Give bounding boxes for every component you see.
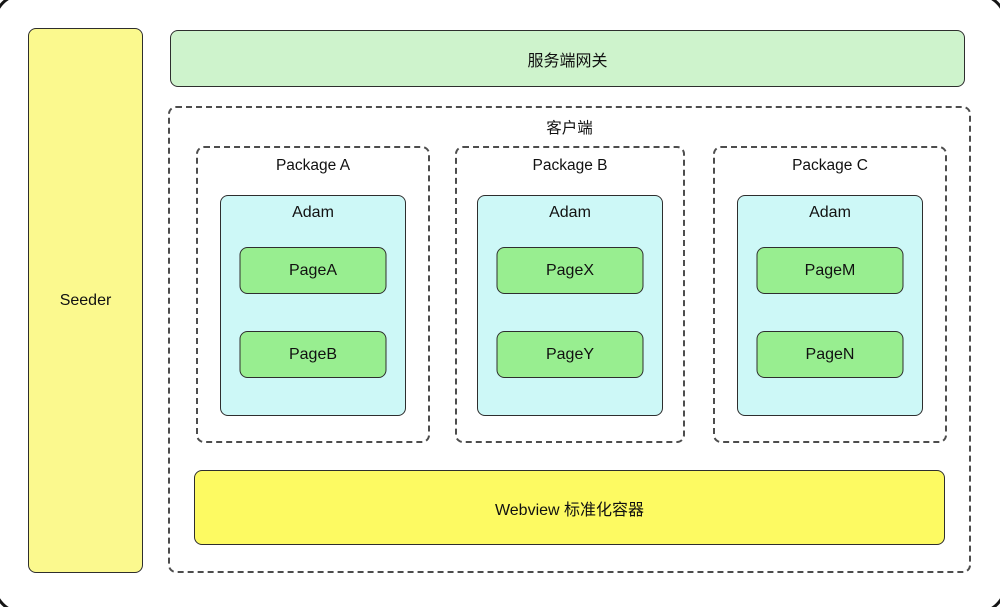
package-b-label: Package B [532, 157, 608, 174]
page-a-box: PageA [239, 247, 387, 294]
package-b-adam-label: Adam [549, 204, 591, 221]
page-y-label: PageY [545, 345, 595, 363]
webview-container-label: Webview 标准化容器 [494, 501, 645, 519]
page-x-label: PageX [545, 261, 595, 279]
package-a-adam-label: Adam [292, 204, 334, 221]
webview-container-box: Webview 标准化容器 [194, 470, 945, 545]
package-a-adam-box: Adam PageA PageB [220, 195, 406, 416]
page-n-label: PageN [805, 345, 855, 363]
page-b-box: PageB [239, 331, 387, 378]
package-b-adam-box: Adam PageX PageY [477, 195, 663, 416]
server-gateway-box: 服务端网关 [170, 30, 965, 87]
client-label: 客户端 [546, 120, 593, 137]
package-c-box: Package C Adam PageM PageN [713, 146, 947, 443]
package-c-adam-label: Adam [809, 204, 851, 221]
package-a-box: Package A Adam PageA PageB [196, 146, 430, 443]
package-c-adam-box: Adam PageM PageN [737, 195, 923, 416]
page-y-box: PageY [496, 331, 644, 378]
page-x-box: PageX [496, 247, 644, 294]
package-b-box: Package B Adam PageX PageY [455, 146, 685, 443]
page-m-label: PageM [804, 261, 856, 279]
page-m-box: PageM [756, 247, 904, 294]
page-n-box: PageN [756, 331, 904, 378]
seeder-label: Seeder [59, 291, 112, 309]
page-a-label: PageA [288, 261, 338, 279]
package-a-label: Package A [275, 157, 351, 174]
package-c-label: Package C [792, 157, 868, 174]
server-gateway-label: 服务端网关 [527, 52, 608, 70]
seeder-box: Seeder [28, 28, 143, 573]
client-box: 客户端 Package A Adam PageA PageB Package B… [168, 106, 971, 573]
page-b-label: PageB [288, 345, 338, 363]
